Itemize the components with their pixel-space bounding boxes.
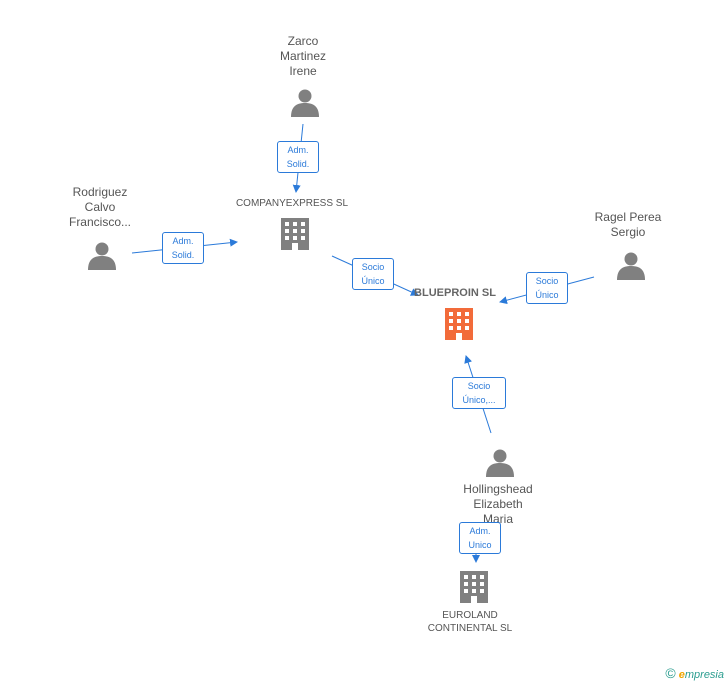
edge-label-rodriguez-companyexpress: Adm. Solid. [162, 232, 204, 264]
copyright-icon: © [665, 665, 676, 681]
person-icon [88, 242, 116, 270]
person-label-ragel[interactable]: Ragel Perea Sergio [594, 210, 662, 239]
building-icon [460, 571, 488, 603]
edge-label-hollingshead-euroland: Adm. Unico [459, 522, 501, 554]
company-label-blueproin[interactable]: BLUEPROIN SL [414, 287, 496, 299]
edge-label-ragel-blueproin: Socio Único [526, 272, 568, 304]
person-icon [486, 449, 514, 477]
brand-name: mpresia [684, 669, 724, 681]
company-label-companyexpress[interactable]: COMPANYEXPRESS SL [235, 198, 349, 209]
edge-label-hollingshead-blueproin: Socio Único,... [452, 377, 506, 409]
building-icon [281, 218, 309, 250]
company-label-euroland[interactable]: EUROLAND CONTINENTAL SL [427, 610, 513, 634]
building-icon [445, 308, 473, 340]
person-label-hollingshead[interactable]: Hollingshead Elizabeth Maria [463, 482, 533, 526]
brand-e: e [678, 669, 685, 681]
person-label-zarco[interactable]: Zarco Martinez Irene [279, 34, 326, 78]
person-icon [617, 252, 645, 280]
person-label-rodriguez[interactable]: Rodriguez Calvo Francisco... [68, 185, 131, 229]
edge-label-zarco-companyexpress: Adm. Solid. [277, 141, 319, 173]
person-icon [291, 89, 319, 117]
edge-label-companyexpress-blueproin: Socio Único [352, 258, 394, 290]
empresia-logo[interactable]: ©empresia [665, 665, 724, 681]
